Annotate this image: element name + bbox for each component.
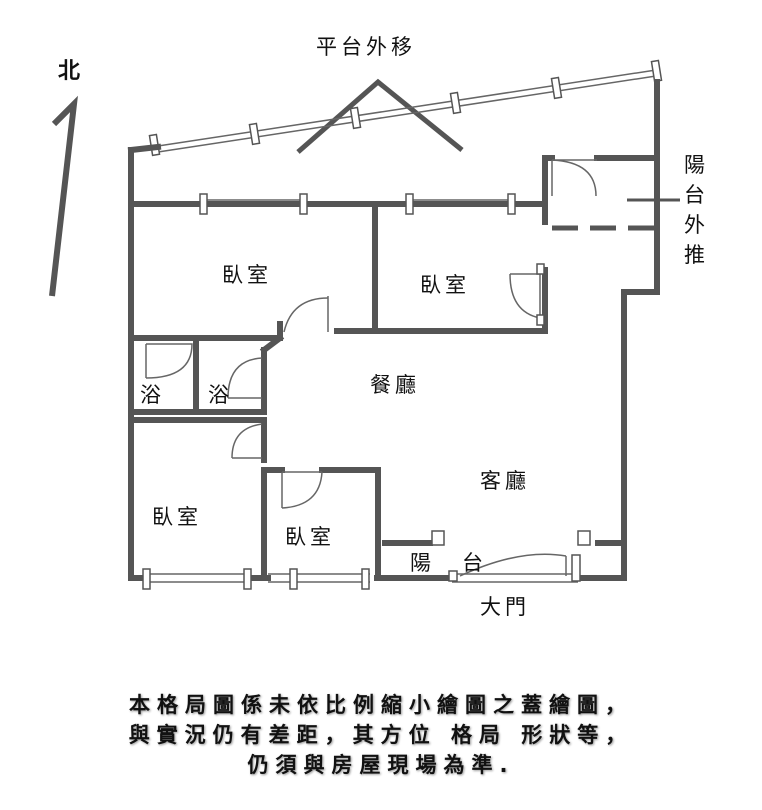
interior-walls xyxy=(128,155,680,581)
north-arrow xyxy=(49,95,78,297)
room-bedroom-bottom-left: 臥室 xyxy=(152,505,202,529)
room-balcony-bottom-2: 台 xyxy=(462,551,487,575)
door-swings xyxy=(145,159,597,509)
room-bedroom-top-left: 臥室 xyxy=(222,263,272,287)
room-living: 客廳 xyxy=(480,469,530,493)
label-platform-balcony-3: 外 xyxy=(684,213,709,237)
room-balcony-bottom-1: 陽 xyxy=(410,551,435,575)
label-platform-balcony-1: 陽 xyxy=(684,153,709,177)
platform-chevron xyxy=(296,78,464,154)
label-platform-balcony-4: 推 xyxy=(684,243,709,267)
room-bath-1: 浴 xyxy=(140,383,165,407)
slanted-window-line xyxy=(148,59,663,157)
room-dining: 餐廳 xyxy=(370,373,420,397)
label-platform-balcony-2: 台 xyxy=(684,183,709,207)
floor-plan: 北 平台外移 xyxy=(49,35,709,619)
north-label: 北 xyxy=(58,59,80,84)
room-bath-2: 浴 xyxy=(208,383,233,407)
room-bedroom-top-right: 臥室 xyxy=(420,273,470,297)
disclaimer-line-1: 本格局圖係未依比例縮小繪圖之蓋繪圖， xyxy=(129,693,633,717)
room-bedroom-bottom-mid: 臥室 xyxy=(285,525,335,549)
label-main-door: 大門 xyxy=(480,595,530,619)
disclaimer-text: 本格局圖係未依比例縮小繪圖之蓋繪圖， 與實況仍有差距，其方位 格局 形狀等， 仍… xyxy=(0,690,762,780)
bedroom-top-wall xyxy=(128,193,547,215)
main-door xyxy=(448,553,581,583)
bottom-windows xyxy=(128,530,591,590)
disclaimer-line-3: 仍須與房屋現場為準. xyxy=(247,753,515,777)
outer-walls xyxy=(127,79,660,581)
disclaimer-line-2: 與實況仍有差距，其方位 格局 形狀等， xyxy=(128,723,634,747)
platform-shift-label: 平台外移 xyxy=(316,35,416,59)
